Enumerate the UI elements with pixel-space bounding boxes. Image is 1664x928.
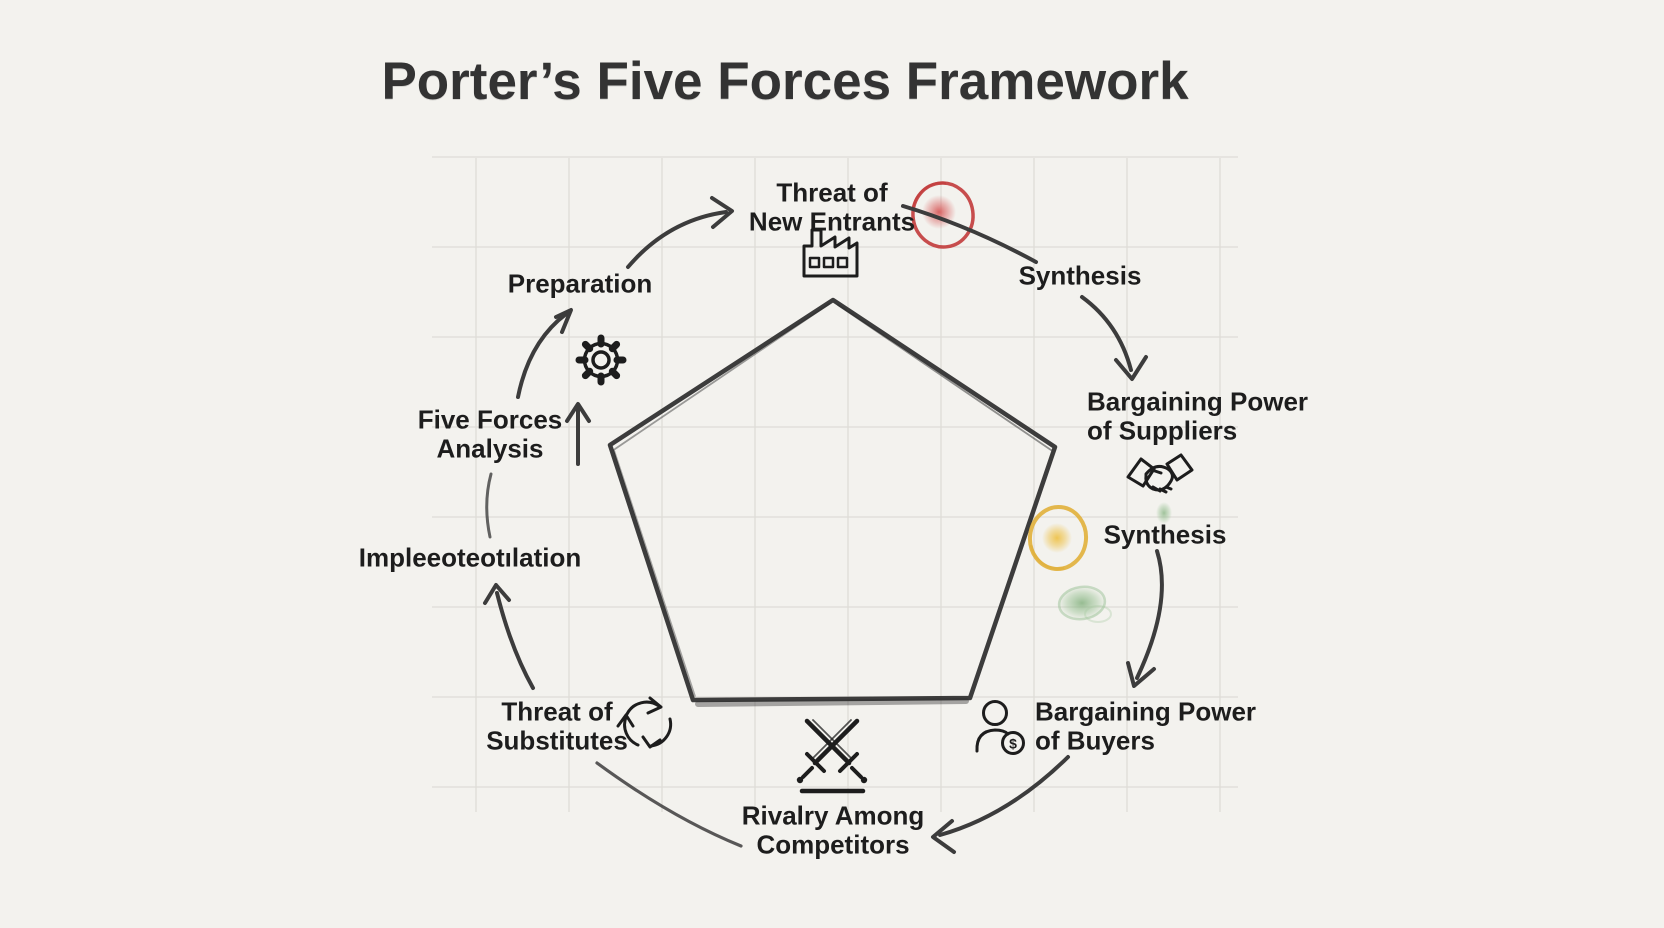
arrow-substitutes-to-implementation (483, 583, 535, 690)
process-label-synthesis-right: Synthesis (1103, 519, 1227, 550)
green-smudge (1057, 585, 1112, 623)
green-dot-smudge (1156, 502, 1172, 524)
crossed-swords-icon (796, 718, 868, 794)
dollar-glyph: $ (1009, 736, 1017, 752)
force-label-buyers: Bargaining Power of Buyers (1035, 696, 1257, 755)
process-label-implementation: Impleeoteotılation (358, 542, 582, 573)
force-label-suppliers: Bargaining Power of Suppliers (1087, 386, 1309, 445)
factory-icon (802, 228, 859, 278)
force-label-new-entrants: Threat of New Entrants (748, 177, 916, 236)
arc-rivalry-to-substitutes (595, 761, 743, 848)
force-label-rivalry: Rivalry Among Competitors (741, 800, 925, 859)
cycle-arrows-icon (616, 696, 673, 749)
process-label-five-forces-analysis: Five Forces Analysis (417, 404, 563, 463)
yellow-circle-highlight (1027, 505, 1089, 571)
process-label-preparation: Preparation (507, 268, 653, 299)
page-title: Porter’s Five Forces Framework (381, 51, 1189, 111)
arrow-analysis-up (565, 402, 591, 466)
arrow-preparation-to-new-entrants (626, 196, 734, 269)
handshake-icon (1126, 453, 1194, 494)
process-label-synthesis-top: Synthesis (1018, 260, 1142, 291)
background-grid (432, 156, 1238, 812)
arrow-analysis-to-preparation (516, 308, 573, 399)
person-dollar-icon: $ (975, 700, 1025, 755)
arrow-buyers-to-rivalry (931, 755, 1070, 854)
force-label-substitutes: Threat of Substitutes (486, 696, 628, 755)
red-circle-highlight (911, 181, 975, 249)
arc-implementation-to-analysis (485, 472, 493, 539)
arrow-synthesis-to-suppliers (1080, 295, 1148, 381)
pentagon (607, 297, 1058, 707)
arrow-synthesis-to-buyers (1126, 549, 1164, 688)
arrow-new-entrants-to-synthesis (901, 204, 1038, 264)
gear-icon (575, 334, 627, 386)
